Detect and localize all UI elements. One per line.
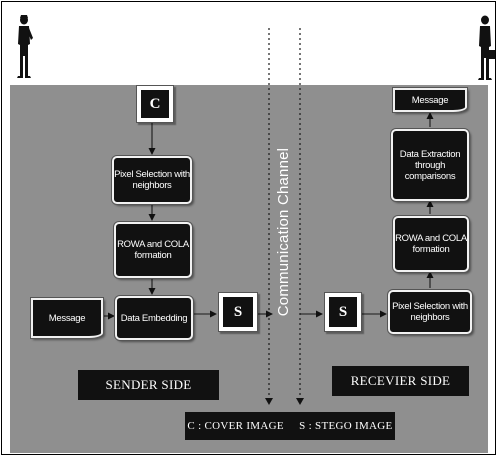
data-extraction: Data Extraction through comparisons [391,129,469,201]
cover-image-node: C [136,85,174,123]
rowa-cola-receiver: ROWA and COLA formation [393,216,469,272]
cover-image-label: C [141,90,169,118]
pixel-selection-sender: Pixel Selection with neighbors [112,156,192,204]
businessman-with-briefcase-icon [478,15,495,80]
stego-image-sender: S [218,292,258,332]
legend-box: C : COVER IMAGE S : STEGO IMAGE [185,412,395,440]
stego-image-sender-label: S [223,297,253,327]
sender-side-label: SENDER SIDE [78,370,219,400]
message-input: Message [31,298,103,338]
communication-channel-label: Communication Channel [275,147,292,317]
pixel-selection-receiver: Pixel Selection with neighbors [388,290,472,334]
stego-image-receiver-label: S [329,297,357,327]
rowa-cola-sender: ROWA and COLA formation [114,222,192,278]
receiver-side-label: RECEVIER SIDE [332,366,469,396]
stego-image-receiver: S [324,292,362,332]
data-embedding: Data Embedding [115,296,193,340]
businessman-silhouette-icon [17,15,33,78]
message-output: Message [393,88,467,112]
